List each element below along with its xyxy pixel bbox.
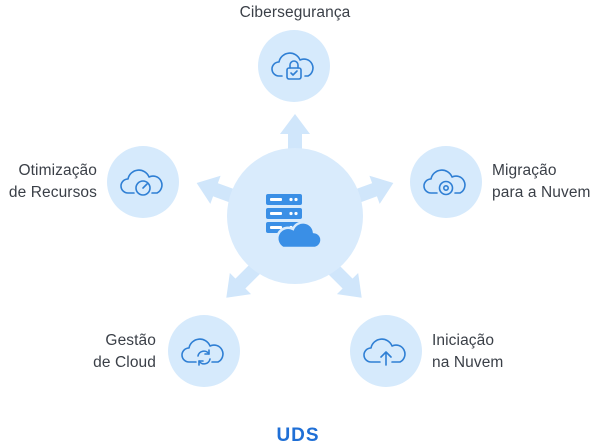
circle-iniciacao <box>350 315 422 387</box>
circle-ciberseguranca <box>258 30 330 102</box>
server-cloud-icon <box>266 194 323 250</box>
label-gestao: Gestão de Cloud <box>93 332 156 371</box>
cloud-gear-icon <box>423 169 466 196</box>
cloud-lock-icon <box>271 52 314 80</box>
label-otimizacao: Otimização de Recursos <box>8 162 97 201</box>
label-iniciacao: Iniciação na Nuvem <box>432 332 504 371</box>
cloud-sync-icon <box>181 338 224 366</box>
uds-logo: UDS <box>276 425 319 446</box>
cloud-gauge-icon <box>120 169 163 196</box>
label-ciberseguranca: Cibersegurança <box>239 4 351 21</box>
svg-text:UDS: UDS <box>276 425 319 446</box>
cloud-upload-icon <box>363 338 406 366</box>
label-migracao: Migração para a Nuvem <box>492 162 591 201</box>
circle-otimizacao <box>107 146 179 218</box>
